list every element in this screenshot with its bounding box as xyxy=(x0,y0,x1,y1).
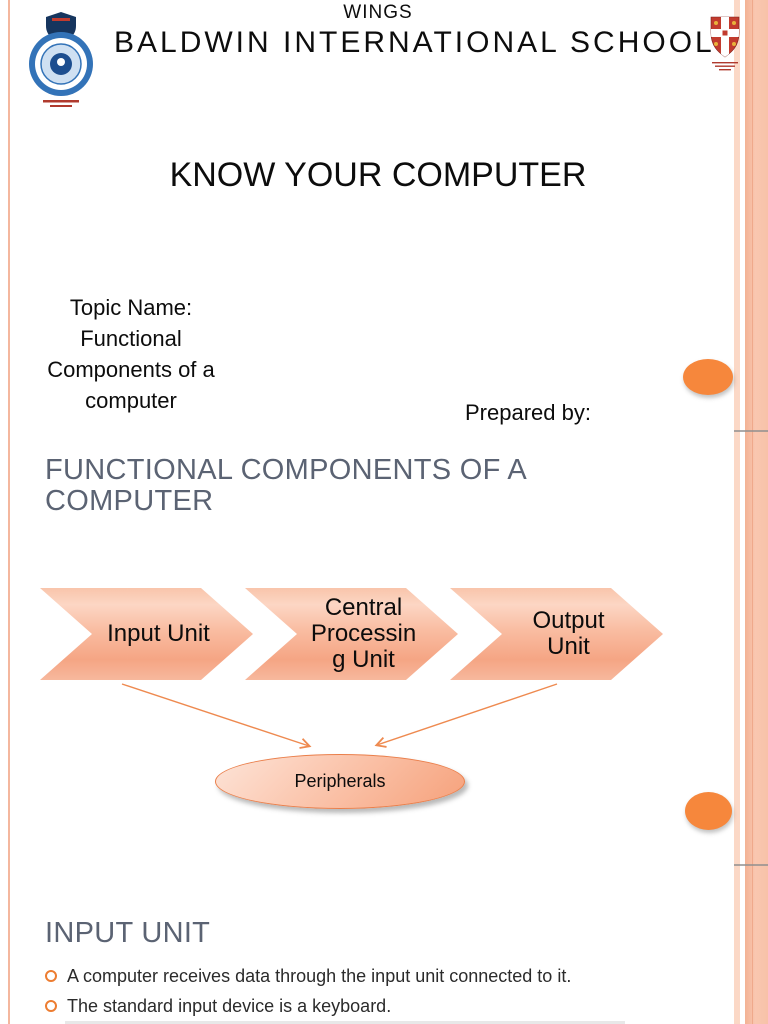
chevron-label: g Unit xyxy=(332,646,395,673)
chevron-label: Input Unit xyxy=(107,620,210,647)
right-rail-strip xyxy=(745,0,768,1024)
connector-arrows xyxy=(121,683,558,749)
bullet-text: The standard input device is a keyboard. xyxy=(67,996,392,1016)
left-peach-border xyxy=(8,0,10,1024)
accent-dot xyxy=(683,359,733,395)
presentation-title: KNOW YOUR COMPUTER xyxy=(169,156,587,194)
school-crest-icon xyxy=(22,12,100,112)
cut-off-next-line xyxy=(65,1021,625,1024)
chevron-output-unit: Output Unit xyxy=(450,588,663,680)
chevron-input-unit: Input Unit xyxy=(40,588,253,680)
cambridge-shield-icon xyxy=(710,16,740,76)
topic-line: computer xyxy=(85,388,177,413)
school-tagline: WINGS xyxy=(343,2,413,23)
components-slide-heading: FUNCTIONAL COMPONENTS OF A COMPUTER xyxy=(45,455,605,517)
peripherals-ellipse: Peripherals xyxy=(215,754,465,809)
school-name: BALDWIN INTERNATIONAL SCHOOL xyxy=(114,26,715,59)
list-item: The standard input device is a keyboard. xyxy=(45,996,705,1017)
topic-line: Functional xyxy=(80,326,182,351)
heading-line: COMPUTER xyxy=(45,485,214,517)
list-item: A computer receives data through the inp… xyxy=(45,966,705,987)
bullet-text: A computer receives data through the inp… xyxy=(67,966,572,986)
chevron-label: Unit xyxy=(547,633,590,660)
heading-line: FUNCTIONAL COMPONENTS OF A xyxy=(45,454,528,486)
bullet-circle-icon xyxy=(45,970,57,982)
chevron-label: Processin xyxy=(310,620,417,647)
slide-divider-2 xyxy=(734,864,768,866)
prepared-by-label: Prepared by: xyxy=(465,400,591,425)
rail-inner-line xyxy=(752,0,753,1024)
topic-line: Components of a xyxy=(47,357,215,382)
bullet-circle-icon xyxy=(45,1000,57,1012)
chevron-label: Output xyxy=(532,607,605,634)
input-unit-bullet-list: A computer receives data through the inp… xyxy=(45,966,705,1024)
topic-name-block: Topic Name: Functional Components of a c… xyxy=(30,292,232,416)
accent-dot xyxy=(685,792,732,830)
chevron-central-processing-unit: Central Processin g Unit xyxy=(245,588,458,680)
slide-divider-1 xyxy=(734,430,768,432)
chevron-label: Central xyxy=(324,594,403,621)
input-unit-heading: INPUT UNIT xyxy=(45,917,211,949)
topic-line: Topic Name: xyxy=(69,295,193,320)
right-rail-thin-stripe xyxy=(734,0,740,1024)
peripherals-label: Peripherals xyxy=(294,771,386,791)
